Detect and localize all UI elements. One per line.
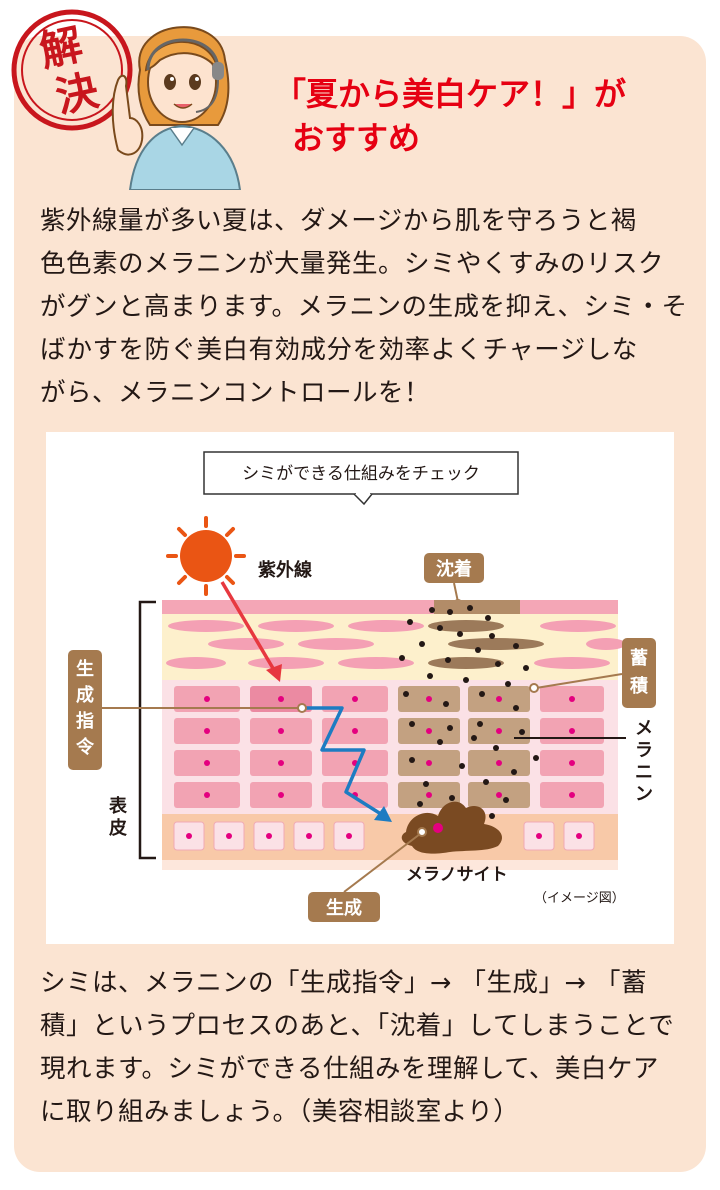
melanin-char: ン	[635, 784, 653, 805]
seisei-shirei-char: 生	[76, 658, 94, 680]
melanin-char: メ	[635, 718, 653, 739]
diagram-caption: （イメージ図）	[534, 891, 625, 906]
headline-line-1: 「夏から美白ケア！」が	[274, 75, 627, 113]
hyouhi-label-1: 表	[109, 795, 128, 817]
headline: 「夏から美白ケア！」が おすすめ	[274, 72, 694, 160]
intro-line: 紫外線量が多い夏は、ダメージから肌を守ろうと褐	[40, 206, 637, 236]
advisor-illustration	[111, 26, 242, 190]
skin-diagram: シミができる仕組みをチェック 紫外線 沈着 表 皮	[46, 432, 674, 944]
summary-line: 現れます。シミができる仕組みを理解して、美白ケア	[40, 1054, 659, 1084]
summary-line: シミは、メラニンの「生成指令」→ 「生成」→ 「蓄	[40, 968, 647, 998]
callout-box	[203, 451, 519, 495]
chikuseki-char: 積	[629, 675, 649, 697]
stamp-char-2: 決	[51, 65, 102, 122]
seisei-label: 生成	[326, 897, 362, 919]
chikuseki-label-box	[622, 638, 656, 708]
sun-icon	[166, 516, 246, 596]
stamp-char-1: 解	[35, 19, 86, 76]
uv-arrow	[220, 581, 276, 671]
melanin-char: ラ	[635, 740, 653, 761]
intro-line: ばかすを防ぐ美白有効成分を効率よくチャージしな	[40, 335, 638, 365]
seisei-shirei-label-box	[68, 650, 102, 770]
uv-label: 紫外線	[258, 559, 312, 581]
seisei-shirei-char: 成	[76, 684, 94, 706]
melanocyte-shape	[401, 801, 503, 854]
callout-text: シミができる仕組みをチェック	[242, 464, 480, 484]
summary-line: に取り組みましょう。（美容相談室より）	[40, 1097, 520, 1127]
chinchaku-label: 沈着	[436, 558, 472, 580]
kaiketsu-stamp: 解 決	[11, 9, 133, 131]
chikuseki-char: 蓄	[630, 648, 648, 669]
seisei-shirei-char: 指	[76, 710, 94, 732]
epidermal-cells	[174, 686, 604, 808]
seisei-label-box	[308, 892, 380, 922]
signal-arrow	[304, 706, 385, 818]
hyouhi-label-2: 皮	[109, 817, 127, 839]
melanin-char: ニ	[635, 762, 653, 783]
intro-line: がら、メラニンコントロールを！	[40, 378, 431, 408]
summary-line: 積」というプロセスのあと、「沈着」してしまうことで	[40, 1011, 675, 1041]
melanin-dots	[399, 605, 539, 819]
skin-diagram-svg: シミができる仕組みをチェック 紫外線 沈着 表 皮	[68, 451, 656, 922]
headline-line-2: おすすめ	[292, 119, 421, 157]
seisei-shirei-char: 令	[75, 736, 95, 758]
summary-paragraph: シミは、メラニンの「生成指令」→ 「生成」→ 「蓄 積」というプロセスのあと、「…	[40, 962, 680, 1134]
melanocyte-label: メラノサイト	[406, 865, 508, 885]
intro-paragraph: 紫外線量が多い夏は、ダメージから肌を守ろうと褐 色色素のメラニンが大量発生。シミ…	[40, 200, 688, 415]
intro-line: がグンと高まります。メラニンの生成を抑え、シミ・そ	[40, 292, 688, 322]
intro-line: 色色素のメラニンが大量発生。シミやくすみのリスク	[40, 249, 665, 279]
chinchaku-label-box	[424, 553, 484, 583]
